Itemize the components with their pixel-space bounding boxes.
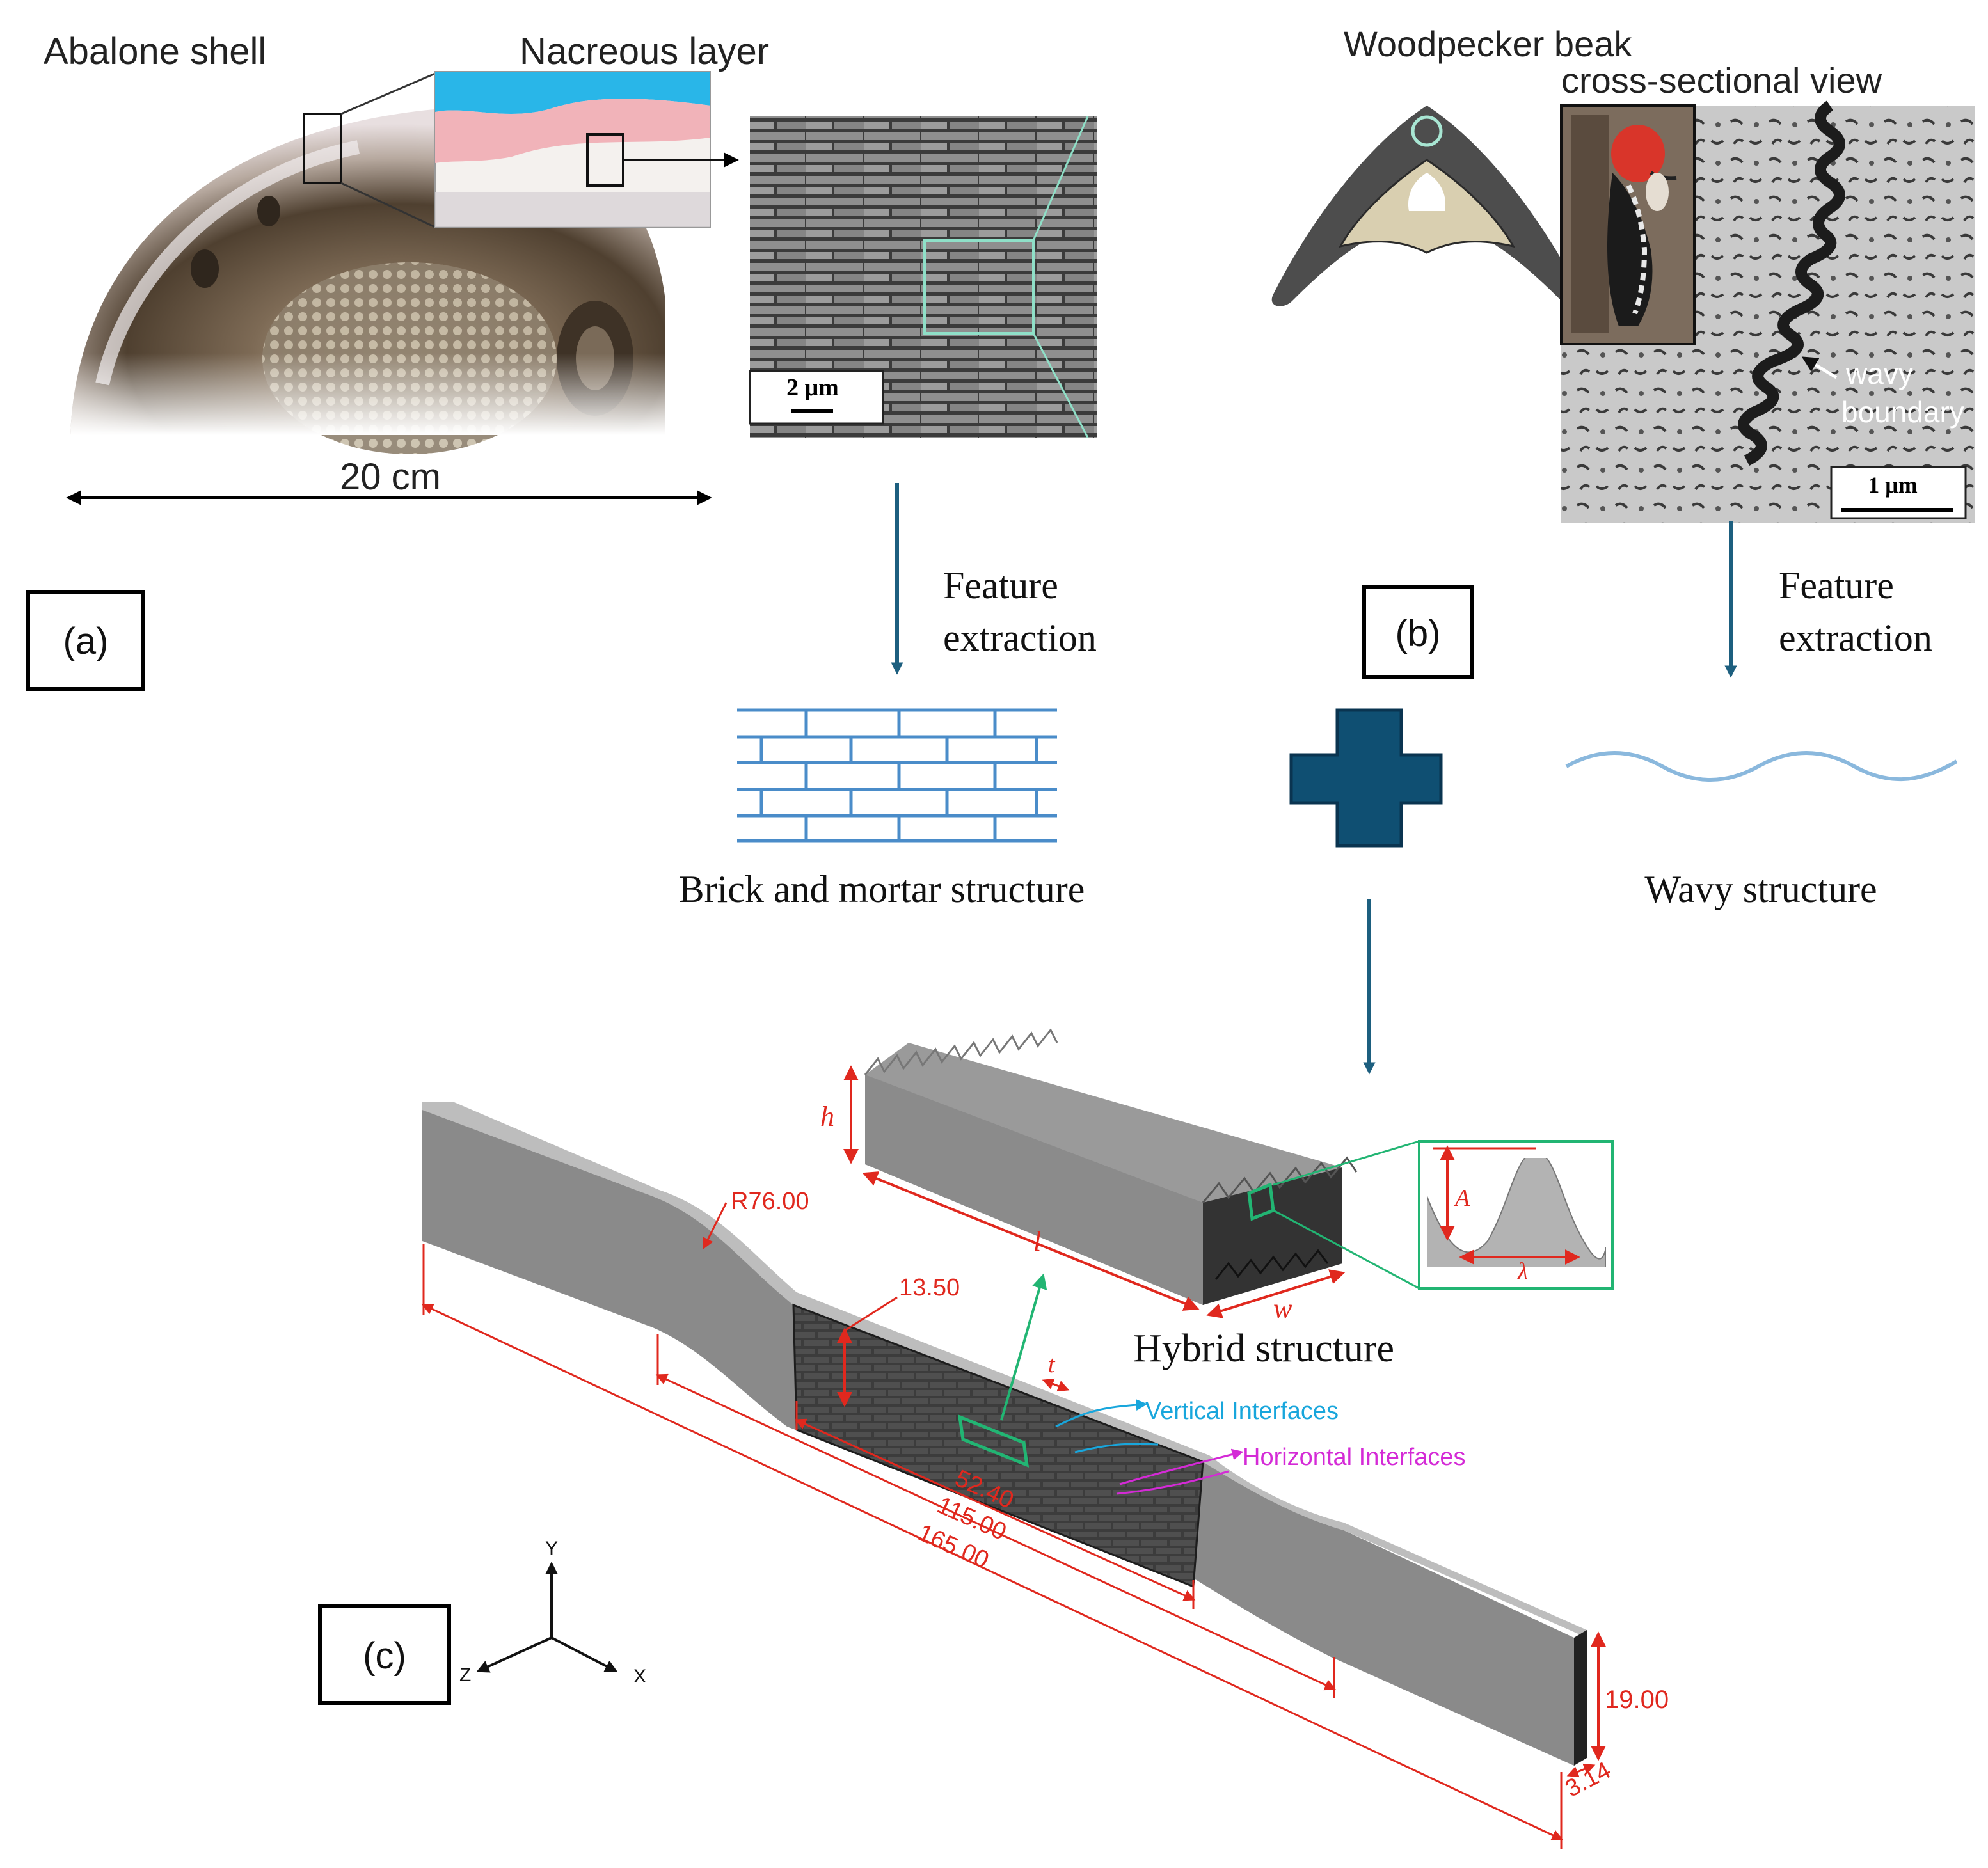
dim-1900: 19.00 (1605, 1686, 1669, 1714)
dim-t-line (1042, 1378, 1070, 1392)
horizontal-interfaces-arrow-1 (1119, 1448, 1244, 1485)
axis-x-label: X (633, 1666, 646, 1687)
panel-a-tag: (a) (63, 621, 109, 662)
brick-mortar-label: Brick and mortar structure (679, 868, 1085, 910)
nacre-sem-image: 2 μm (749, 116, 1097, 438)
panel-b: Woodpecker beak cross-sectional view wav… (1271, 24, 1975, 910)
shell-scale-label: 20 cm (340, 456, 441, 498)
dim-radius-leader (703, 1202, 728, 1250)
dim-t: t (1048, 1351, 1056, 1378)
wave-profile-inset: A λ (1418, 1140, 1614, 1290)
plus-icon (1289, 708, 1443, 848)
panel-c-tag-box (318, 1604, 451, 1705)
dim-1350: 13.50 (899, 1274, 960, 1301)
woodpecker-beak-label: Woodpecker beak (1344, 24, 1632, 64)
dim-wavelength: λ (1517, 1258, 1528, 1285)
inset-leader-top (1273, 1140, 1420, 1186)
specimen-end-face (1574, 1630, 1587, 1766)
axis-triad: Y X Z (459, 1538, 646, 1687)
panel-b-tag-box (1362, 585, 1474, 679)
vertical-interfaces-label: Vertical Interfaces (1145, 1398, 1339, 1425)
horizontal-interfaces-label: Horizontal Interfaces (1243, 1444, 1466, 1471)
wavy-boundary-line1: wavy (1845, 357, 1913, 390)
wavy-structure-icon (1565, 751, 1958, 782)
beak-cross-section-icon (1271, 106, 1582, 306)
panel-a-tag-box (26, 590, 145, 691)
woodpecker-photo: wavy boundary 1 μm (1560, 100, 1975, 523)
nacreous-layer-inset (434, 71, 739, 228)
hybrid-structure-label: Hybrid structure (1133, 1327, 1394, 1370)
dim-l-line (862, 1171, 1200, 1311)
hybrid-wavy-block (864, 1028, 1358, 1305)
horizontal-interfaces-arrow-2 (1116, 1470, 1229, 1495)
panel-a: Abalone shell Nacreous layer (26, 31, 1097, 910)
nacreous-layer-label: Nacreous layer (520, 31, 769, 72)
dim-314-line (1566, 1763, 1596, 1778)
vertical-interfaces-arrow-1 (1055, 1399, 1148, 1428)
inset-leader-bottom (1273, 1209, 1420, 1290)
dim-l: l (1033, 1226, 1041, 1257)
wavy-structure-label: Wavy structure (1644, 868, 1877, 910)
axis-z-label: Z (459, 1665, 471, 1686)
brick-mortar-icon (737, 708, 1057, 843)
dim-h: h (820, 1101, 834, 1132)
panel-b-tag: (b) (1396, 613, 1441, 654)
vertical-interfaces-arrow-2 (1074, 1443, 1159, 1453)
abalone-shell-label: Abalone shell (44, 31, 266, 72)
cross-sectional-label: cross-sectional view (1561, 60, 1882, 100)
dim-amplitude: A (1453, 1185, 1470, 1212)
sem-scale-bar-b: 1 μm (1868, 472, 1917, 498)
feature-extraction-b-line2: extraction (1779, 617, 1932, 659)
feature-extraction-a-line2: extraction (943, 617, 1097, 659)
dim-w: w (1273, 1293, 1292, 1324)
feature-extraction-a-line1: Feature (943, 564, 1058, 606)
panel-c-tag: (c) (363, 1635, 406, 1677)
sem-scale-bar-a: 2 μm (786, 374, 839, 401)
dim-314: 3.14 (1561, 1757, 1616, 1803)
axis-y-label: Y (545, 1538, 558, 1559)
dim-radius: R76.00 (731, 1188, 809, 1215)
panel-c: A λ h l w Hybrid structure R76.00 13.50 … (318, 1028, 1669, 1849)
wavy-boundary-line2: boundary (1841, 395, 1964, 429)
feature-extraction-b-line1: Feature (1779, 564, 1894, 606)
dim-16500-line (421, 1303, 1564, 1841)
